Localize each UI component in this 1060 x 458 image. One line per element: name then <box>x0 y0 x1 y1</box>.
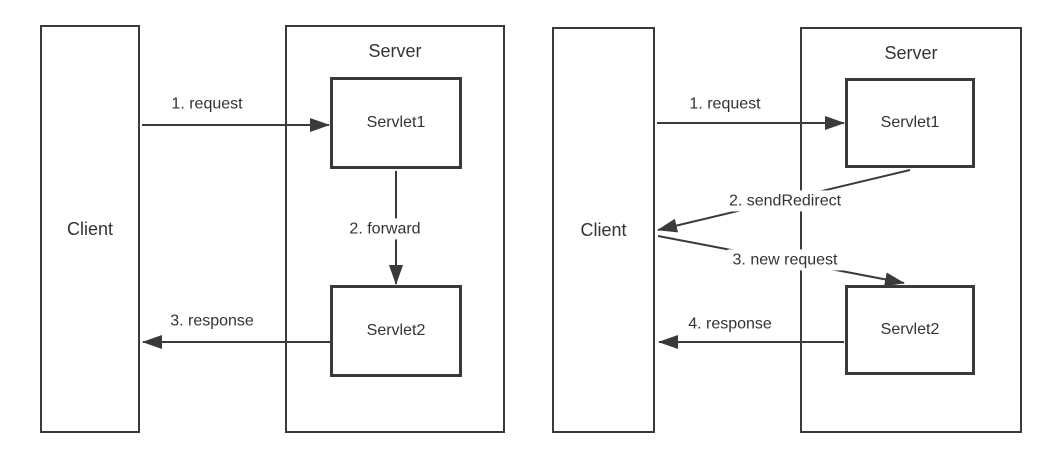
forward-forward-label: 2. forward <box>344 218 426 240</box>
redirect-new-request-label: 3. new request <box>727 249 843 271</box>
forward-servlet2-box: Servlet2 <box>330 285 462 377</box>
redirect-servlet2-box: Servlet2 <box>845 285 975 375</box>
redirect-response-label: 4. response <box>688 315 772 333</box>
forward-servlet2-label: Servlet2 <box>366 322 426 339</box>
forward-server-box <box>285 25 505 433</box>
redirect-client-label: Client <box>580 219 627 240</box>
forward-client-label: Client <box>66 218 114 239</box>
redirect-sendredirect-label: 2. sendRedirect <box>723 190 847 212</box>
forward-request-label: 1. request <box>171 95 243 113</box>
redirect-server-box <box>800 27 1022 433</box>
redirect-request-label: 1. request <box>689 95 761 113</box>
forward-servlet1-box: Servlet1 <box>330 77 462 169</box>
redirect-client-box: Client <box>552 27 655 433</box>
forward-servlet1-label: Servlet1 <box>366 114 426 131</box>
redirect-servlet1-label: Servlet1 <box>880 114 940 131</box>
forward-client-box: Client <box>40 25 140 433</box>
redirect-server-label: Server <box>884 43 938 63</box>
redirect-servlet2-label: Servlet2 <box>880 321 940 338</box>
redirect-servlet1-box: Servlet1 <box>845 78 975 168</box>
forward-server-label: Server <box>368 41 422 61</box>
forward-response-label: 3. response <box>170 312 254 330</box>
